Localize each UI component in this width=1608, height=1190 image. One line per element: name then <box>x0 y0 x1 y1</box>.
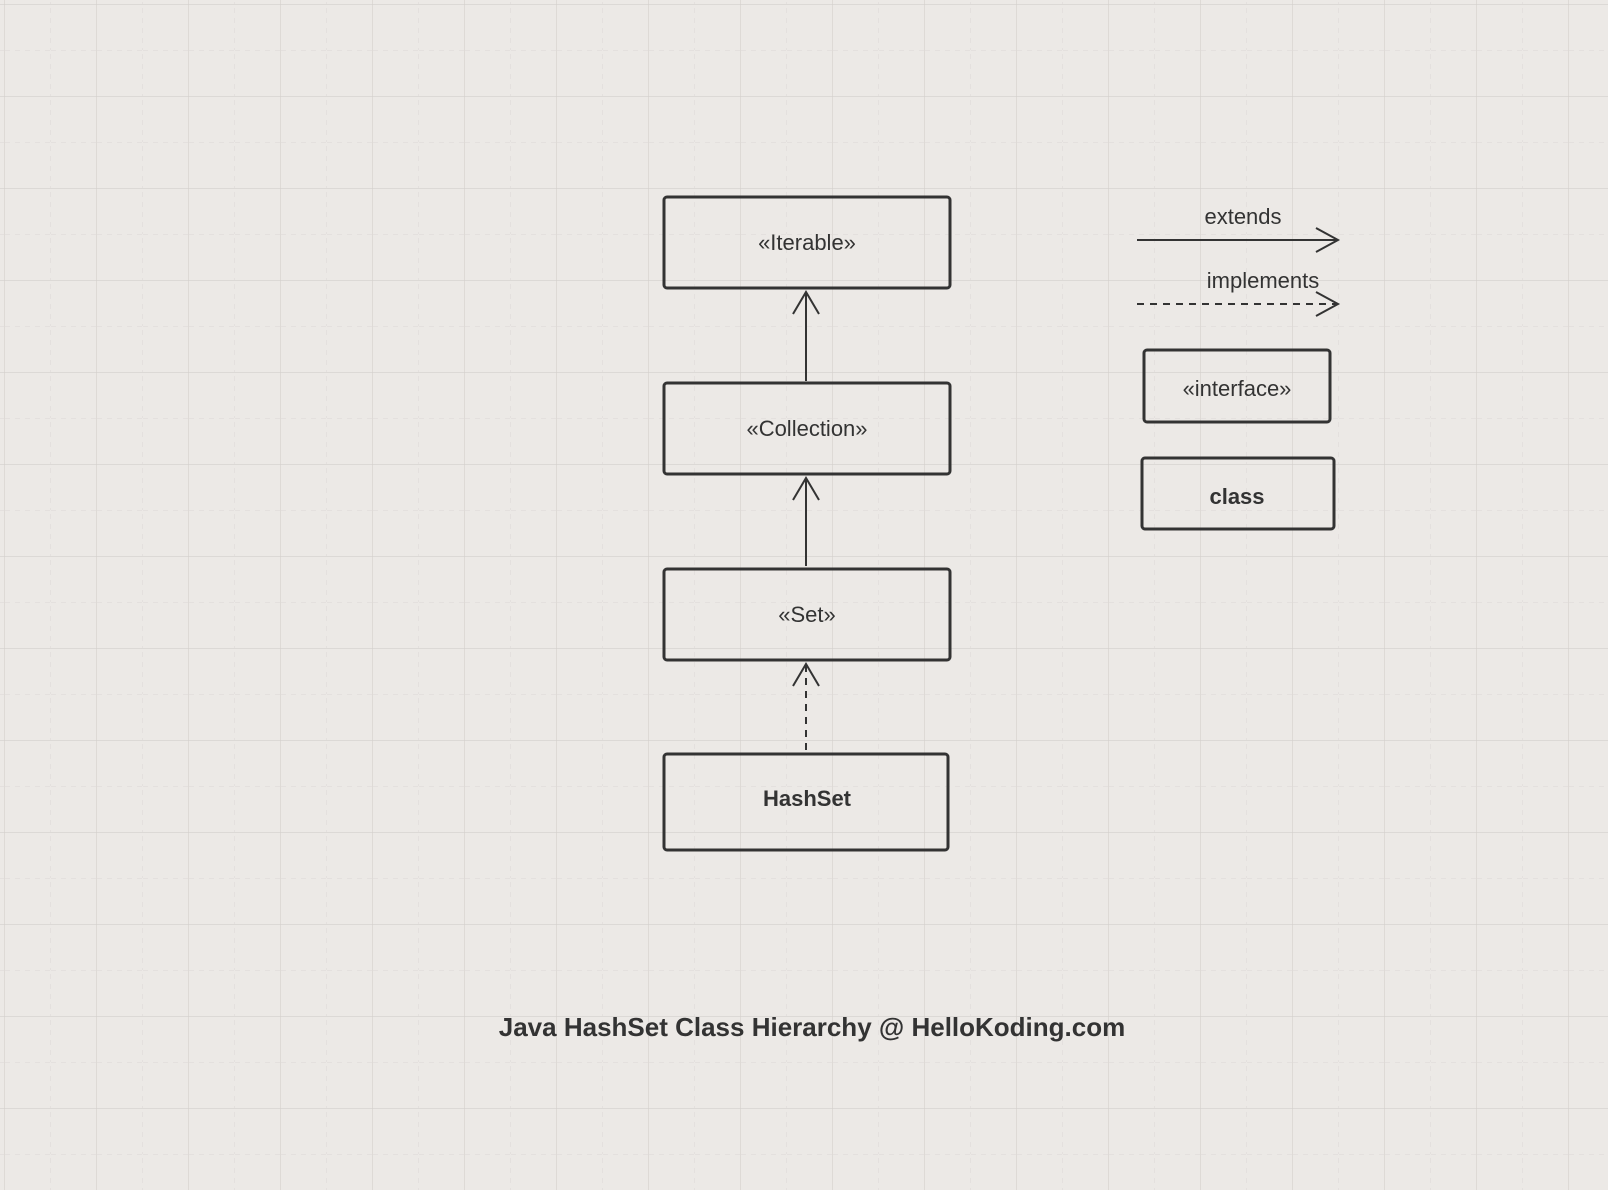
node-iterable[interactable]: «Iterable» <box>662 195 952 290</box>
legend-extends-label: extends <box>1204 204 1281 229</box>
legend-implements: implements <box>1137 268 1341 317</box>
node-set-label: «Set» <box>778 602 836 627</box>
edge-collection-extends-iterable <box>792 290 820 381</box>
legend-class-label: class <box>1209 484 1264 509</box>
legend-interface: «interface» <box>1142 348 1332 424</box>
legend: extends implements «interface» class <box>1137 204 1341 531</box>
legend-class: class <box>1140 456 1336 531</box>
node-hashset-label: HashSet <box>763 786 852 811</box>
edge-set-extends-collection <box>792 476 820 566</box>
node-hashset[interactable]: HashSet <box>662 752 950 852</box>
edge-hashset-implements-set <box>792 662 820 750</box>
legend-implements-label: implements <box>1207 268 1319 293</box>
legend-interface-label: «interface» <box>1183 376 1292 401</box>
node-collection[interactable]: «Collection» <box>662 381 952 476</box>
node-iterable-label: «Iterable» <box>758 230 856 255</box>
node-collection-label: «Collection» <box>746 416 867 441</box>
legend-extends: extends <box>1137 204 1341 253</box>
diagram-caption: Java HashSet Class Hierarchy @ HelloKodi… <box>499 1012 1125 1042</box>
node-set[interactable]: «Set» <box>662 567 952 662</box>
